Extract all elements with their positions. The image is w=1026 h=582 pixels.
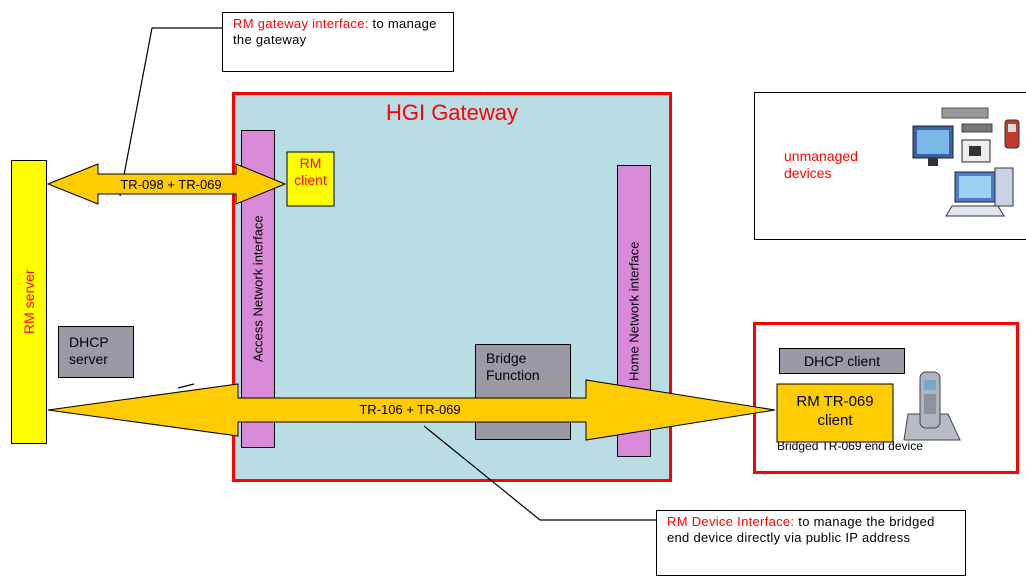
gateway-interface-callout: RM gateway interface: to manage the gate…	[222, 12, 454, 72]
gateway-interface-callout-title: RM gateway interface:	[233, 16, 369, 31]
mobile-phone-icon	[1005, 120, 1019, 148]
rm-client-label: RM client	[287, 155, 334, 189]
device-interface-callout-title: RM Device Interface:	[667, 514, 794, 529]
device-callout-leader	[424, 426, 656, 520]
gateway-callout-leader	[120, 28, 222, 196]
cordless-phone-icon	[904, 372, 960, 440]
rm-tr069-client-label: RM TR-069 client	[777, 392, 893, 430]
camera-icon	[962, 140, 990, 162]
monitor-icon	[913, 126, 953, 166]
dhcp-connector	[178, 384, 194, 388]
bottom-arrow-label: TR-106 + TR-069	[330, 402, 490, 417]
desktop-computer-icon	[946, 168, 1013, 216]
device-interface-callout: RM Device Interface: to manage the bridg…	[656, 510, 966, 576]
top-arrow-label: TR-098 + TR-069	[106, 177, 236, 192]
